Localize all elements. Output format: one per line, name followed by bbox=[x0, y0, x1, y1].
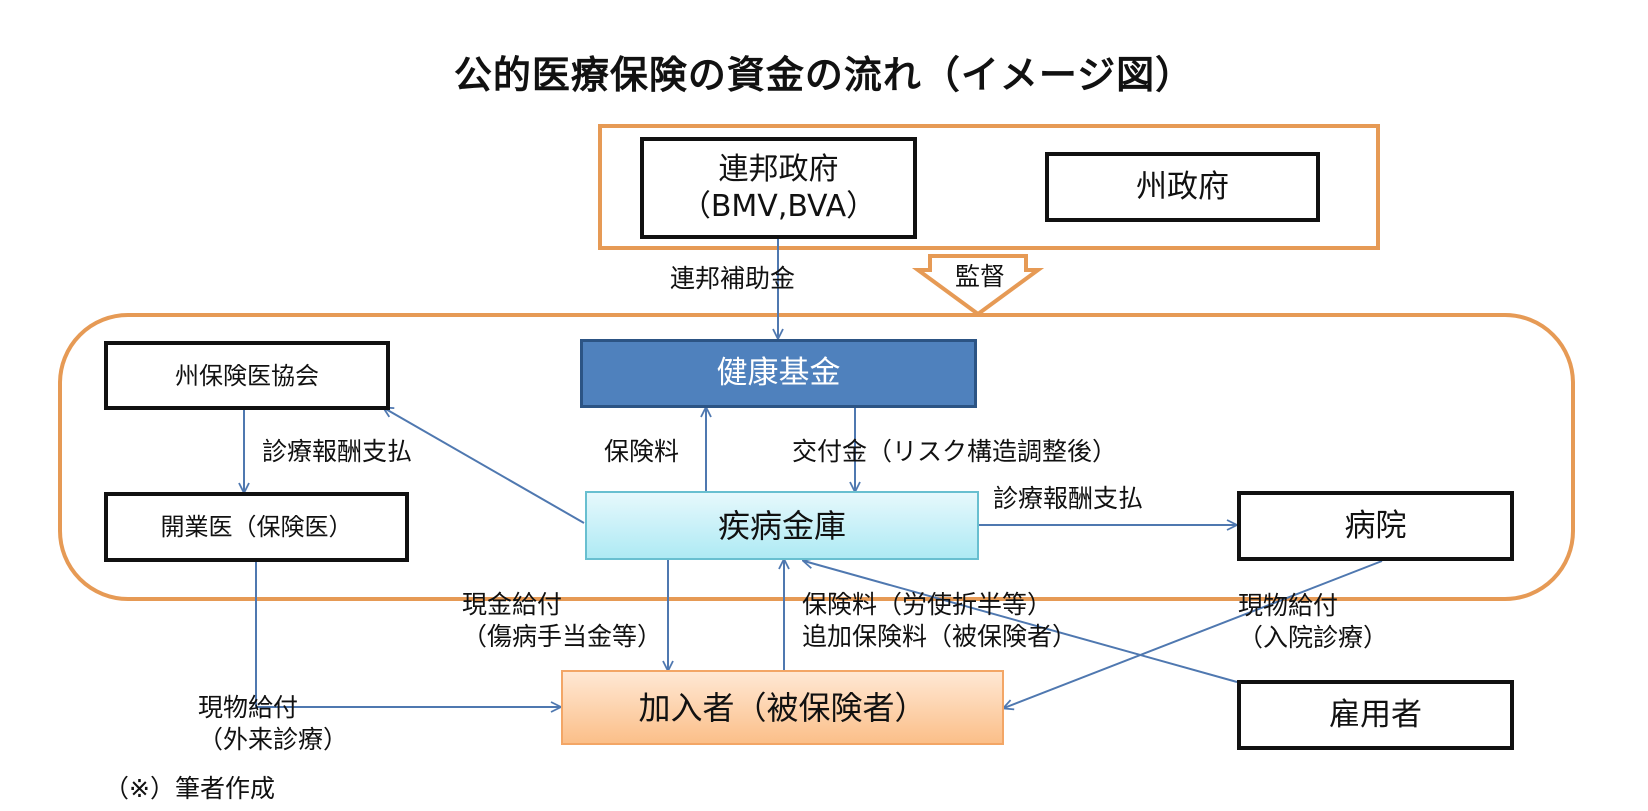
allocation-label: 交付金（リスク構造調整後） bbox=[792, 437, 1118, 466]
medical-fee-payment-right-label: 診療報酬支払 bbox=[993, 484, 1144, 513]
outpatient-benefit-label: 現物給付 （外来診療） bbox=[198, 693, 349, 754]
state-government-box: 州政府 bbox=[1045, 152, 1320, 222]
federal-government-box: 連邦政府 （BMV,BVA） bbox=[640, 137, 917, 239]
diagram-title: 公的医療保険の資金の流れ（イメージ図） bbox=[453, 53, 1195, 97]
source-note: （※）筆者作成 bbox=[104, 774, 275, 803]
health-fund-box: 健康基金 bbox=[580, 339, 977, 408]
federal-subsidy-label: 連邦補助金 bbox=[670, 264, 796, 293]
insured-box: 加入者（被保険者） bbox=[561, 670, 1004, 745]
employer-box: 雇用者 bbox=[1237, 680, 1514, 750]
sickness-fund-to-association-arrow bbox=[384, 408, 585, 524]
inpatient-benefit-label: 現物給付 （入院診療） bbox=[1238, 591, 1389, 652]
hospital-box: 病院 bbox=[1237, 491, 1514, 561]
premium-labels: 保険料（労使折半等） 追加保険料（被保険者） bbox=[802, 590, 1078, 651]
practicing-doctor-box: 開業医（保険医） bbox=[104, 492, 409, 562]
supervision-label: 監督 bbox=[955, 262, 1006, 291]
state-insurance-doctor-association-box: 州保険医協会 bbox=[104, 341, 390, 410]
insurance-premium-label: 保険料 bbox=[604, 437, 680, 466]
medical-fee-payment-left-label: 診療報酬支払 bbox=[262, 437, 413, 466]
cash-benefit-label: 現金給付 （傷病手当金等） bbox=[462, 590, 663, 651]
sickness-fund-box: 疾病金庫 bbox=[585, 491, 979, 560]
